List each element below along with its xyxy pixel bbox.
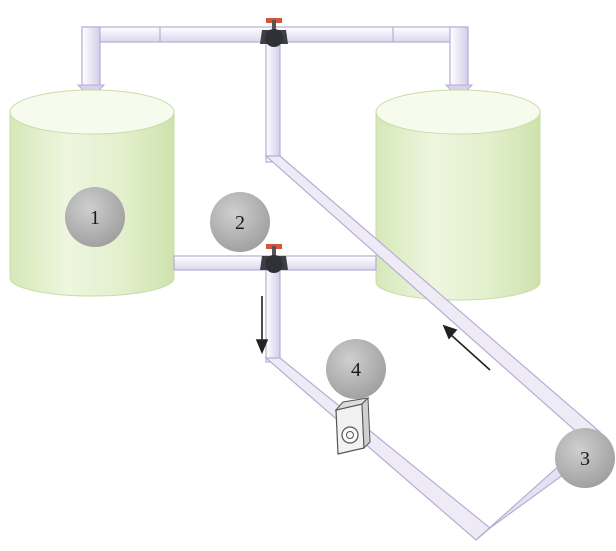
badge-4: 4 bbox=[326, 339, 386, 399]
badge-3: 3 bbox=[555, 428, 615, 488]
badge-2-label: 2 bbox=[235, 212, 245, 234]
tank-right bbox=[375, 89, 541, 301]
flow-arrow-down bbox=[255, 296, 269, 355]
badge-1-label: 1 bbox=[90, 207, 100, 229]
badge-2: 2 bbox=[210, 192, 270, 252]
pump bbox=[334, 396, 371, 455]
flow-arrow-up-diagonal bbox=[442, 324, 491, 371]
badge-3-label: 3 bbox=[580, 448, 590, 470]
valve-top bbox=[260, 18, 288, 47]
badge-1: 1 bbox=[65, 187, 125, 247]
badge-4-label: 4 bbox=[351, 359, 361, 381]
valve-bottom bbox=[260, 244, 288, 273]
